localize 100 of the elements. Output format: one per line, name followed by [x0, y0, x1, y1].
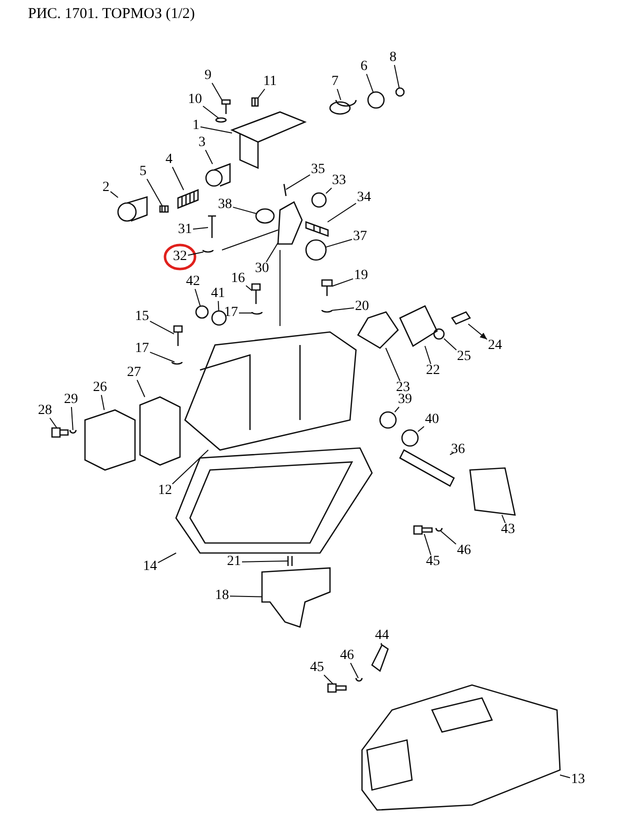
plug-drawing — [117, 196, 148, 222]
washer-drawing — [171, 362, 183, 365]
callout-number: 7 — [330, 75, 340, 89]
leader-line — [424, 346, 432, 364]
bracket-drawing — [261, 567, 331, 628]
cotter-pin-drawing — [283, 184, 287, 196]
spring-drawing — [329, 100, 357, 115]
seal-drawing — [401, 429, 419, 447]
leader-line — [238, 312, 252, 314]
washer-drawing — [69, 430, 77, 434]
bolt-drawing — [221, 99, 231, 115]
callout-number: 34 — [356, 191, 372, 205]
callout-number: 17 — [134, 342, 150, 356]
leader-line — [150, 320, 174, 334]
leader-line — [327, 202, 356, 222]
callout-number: 20 — [354, 300, 370, 314]
callout-number: 1 — [192, 119, 200, 133]
leader-line — [266, 242, 278, 262]
callout-number: 4 — [164, 153, 174, 167]
callout-number: 30 — [254, 262, 270, 276]
bolt-drawing — [51, 427, 69, 438]
housing-assembly-drawing — [361, 684, 561, 811]
leader-line — [326, 188, 332, 194]
callout-number: 23 — [395, 381, 411, 395]
bolt-drawing — [173, 325, 183, 347]
leader-line — [136, 380, 146, 398]
callout-number: 15 — [134, 310, 150, 324]
bolt-drawing — [327, 683, 347, 693]
leader-line — [380, 642, 382, 646]
leader-line — [450, 452, 454, 456]
callout-number: 38 — [217, 198, 233, 212]
leader-line — [100, 394, 105, 410]
leader-line — [70, 406, 74, 430]
callout-number: 37 — [352, 230, 368, 244]
callout-number: 12 — [157, 484, 173, 498]
leader-line — [332, 278, 354, 287]
leader-line — [560, 774, 570, 778]
leader-line — [440, 530, 456, 545]
leader-line — [326, 238, 352, 248]
washer-drawing — [251, 312, 263, 315]
leader-line — [366, 74, 374, 92]
leader-line — [218, 300, 220, 312]
lever-drawing — [371, 644, 389, 672]
leader-line — [172, 450, 209, 484]
leader-line — [324, 674, 334, 684]
leader-line — [49, 418, 58, 428]
callout-number: 17 — [223, 306, 239, 320]
washer-drawing — [433, 328, 445, 340]
callout-number: 24 — [487, 339, 503, 353]
callout-number: 18 — [214, 589, 230, 603]
washer-drawing — [215, 117, 227, 123]
leader-line — [232, 206, 256, 214]
leader-line — [110, 191, 118, 198]
bushing-drawing — [255, 208, 275, 224]
callout-number: 41 — [210, 287, 226, 301]
callout-number: 8 — [388, 51, 398, 65]
callout-number: 14 — [142, 560, 158, 574]
callout-number: 9 — [204, 69, 212, 83]
bolt-drawing — [305, 221, 329, 237]
leader-line — [246, 285, 252, 292]
callout-number: 22 — [425, 364, 441, 378]
bushing-drawing — [311, 192, 327, 208]
leader-line — [200, 126, 232, 134]
callout-number: 11 — [262, 75, 278, 89]
leader-line — [350, 662, 359, 678]
cover-drawing — [84, 409, 136, 471]
leader-line — [394, 64, 400, 88]
callout-number: 40 — [424, 413, 440, 427]
leader-line — [150, 352, 175, 362]
leader-line — [172, 166, 184, 190]
callout-number: 3 — [198, 136, 206, 150]
callout-number: 31 — [177, 223, 193, 237]
leader-line — [418, 426, 424, 432]
callout-number: 26 — [92, 381, 108, 395]
washer-drawing — [435, 528, 443, 532]
bolt-drawing — [413, 525, 433, 535]
pin-drawing — [159, 205, 169, 213]
bolt-drawing — [207, 215, 217, 239]
bearing-drawing — [211, 310, 227, 326]
leader-line — [258, 88, 266, 98]
callout-number: 45 — [309, 661, 325, 675]
callout-number: 32 — [172, 250, 188, 264]
leader-line — [205, 150, 213, 164]
callout-number: 45 — [425, 555, 441, 569]
cover-plate-drawing — [230, 111, 307, 169]
callout-number: 2 — [102, 181, 110, 195]
rod-drawing — [177, 189, 199, 209]
diagram-title: РИС. 1701. ТОРМОЗ (1/2) — [28, 6, 195, 23]
callout-number: 42 — [185, 275, 201, 289]
bushing-drawing — [305, 239, 327, 261]
bushing-drawing — [195, 305, 209, 319]
leader-line — [336, 88, 342, 100]
callout-number: 36 — [450, 443, 466, 457]
callout-number: 27 — [126, 366, 142, 380]
leader-line — [242, 560, 288, 562]
spring-seat-drawing — [367, 91, 385, 109]
callout-number: 46 — [339, 649, 355, 663]
callout-number: 10 — [187, 93, 203, 107]
leader-line — [192, 226, 208, 230]
callout-number: 44 — [374, 629, 390, 643]
